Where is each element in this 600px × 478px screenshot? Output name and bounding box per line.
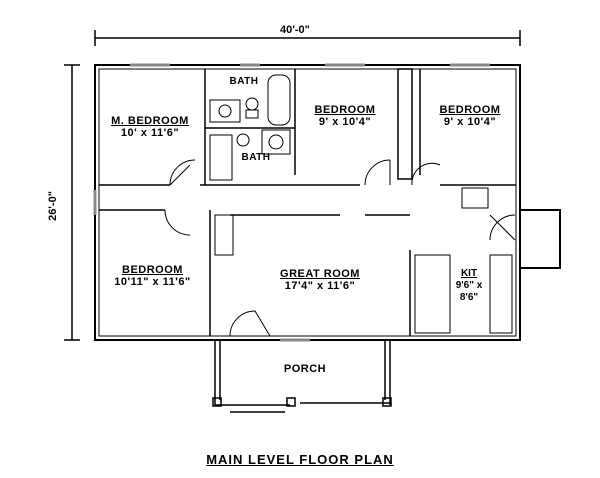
porch bbox=[212, 340, 392, 413]
room-name: BEDROOM bbox=[314, 104, 376, 116]
room-size: 17'4" x 11'6" bbox=[284, 280, 356, 292]
overall-depth-dimension: 26'-0" bbox=[46, 191, 59, 221]
plan-title: MAIN LEVEL FLOOR PLAN bbox=[206, 452, 394, 467]
room-size: 9'6" x 8'6" bbox=[455, 280, 483, 303]
door-swings bbox=[164, 159, 516, 337]
interior-walls bbox=[99, 68, 516, 336]
kitchen-fixtures bbox=[214, 187, 513, 334]
room-name: BEDROOM bbox=[122, 264, 183, 276]
bath-fixtures bbox=[209, 74, 291, 181]
room-name: GREAT ROOM bbox=[280, 268, 360, 280]
room-name: BATH bbox=[229, 76, 259, 87]
room-size: 9' x 10'4" bbox=[443, 116, 497, 128]
room-name: BEDROOM bbox=[439, 104, 501, 116]
room-bath-1: BATH bbox=[222, 76, 266, 88]
windows bbox=[93, 63, 490, 342]
room-porch: PORCH bbox=[270, 363, 340, 375]
overall-width-dimension: 40'-0" bbox=[280, 24, 310, 36]
room-name: PORCH bbox=[283, 363, 327, 375]
room-size: 10' x 11'6" bbox=[120, 127, 180, 139]
room-size: 9' x 10'4" bbox=[318, 116, 372, 128]
dimension-lines bbox=[64, 30, 521, 341]
room-size: 10'11" x 11'6" bbox=[114, 276, 191, 288]
room-name: KIT bbox=[460, 268, 478, 279]
room-name: BATH bbox=[241, 152, 271, 163]
room-bath-2: BATH bbox=[234, 152, 278, 164]
room-name: M. BEDROOM bbox=[111, 115, 189, 127]
